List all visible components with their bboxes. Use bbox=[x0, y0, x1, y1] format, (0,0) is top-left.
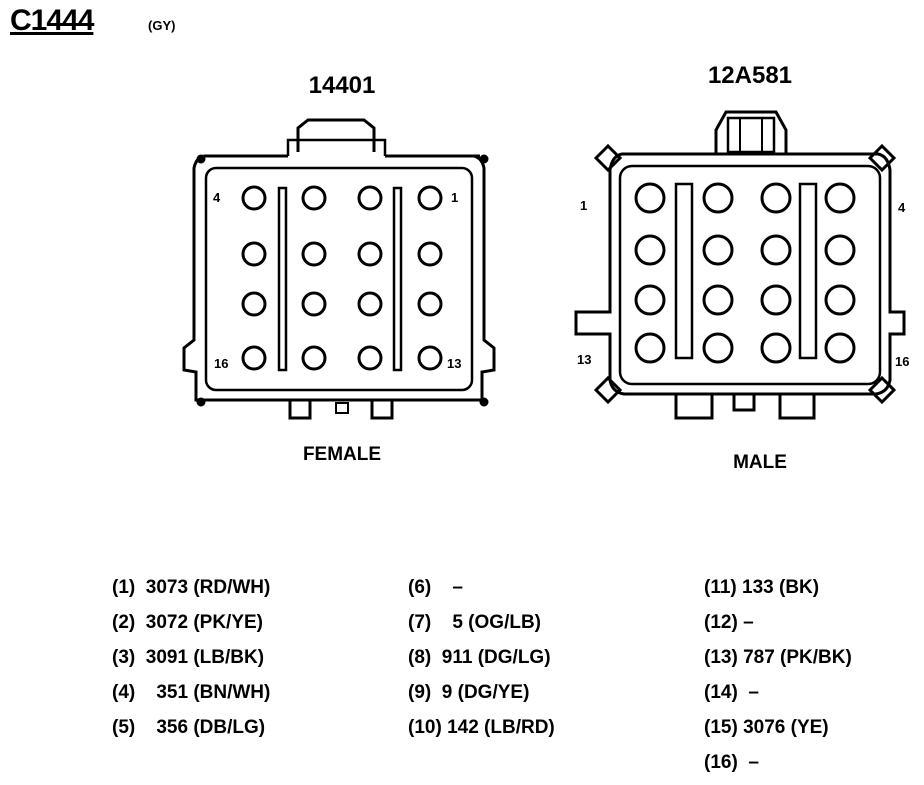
female-part-number: 14401 bbox=[309, 72, 376, 99]
pin-entry-13: (13) 787 (PK/BK) bbox=[704, 647, 852, 668]
female-pin-label-bottom-left: 16 bbox=[214, 356, 228, 371]
female-connector bbox=[182, 118, 496, 420]
pin-entry-1: (1) 3073 (RD/WH) bbox=[112, 577, 271, 598]
male-label: MALE bbox=[733, 452, 787, 473]
pin-entry-8: (8) 911 (DG/LG) bbox=[408, 647, 551, 668]
pin-list-column-1: (1) 3073 (RD/WH) (2) 3072 (PK/YE) (3) 30… bbox=[112, 570, 270, 745]
connector-id: C1444 bbox=[10, 4, 94, 37]
pin-entry-4: (4) 351 (BN/WH) bbox=[112, 682, 271, 703]
male-pin-label-top-right: 4 bbox=[898, 200, 906, 215]
pin-entry-5: (5) 356 (DB/LG) bbox=[112, 717, 266, 738]
male-pin-label-top-left: 1 bbox=[580, 198, 587, 213]
pin-entry-3: (3) 3091 (LB/BK) bbox=[112, 647, 265, 668]
male-part-number: 12A581 bbox=[708, 62, 792, 89]
pin-entry-2: (2) 3072 (PK/YE) bbox=[112, 612, 263, 633]
pin-entry-15: (15) 3076 (YE) bbox=[704, 717, 829, 738]
pin-entry-11: (11) 133 (BK) bbox=[704, 577, 820, 598]
pin-entry-7: (7) 5 (OG/LB) bbox=[408, 612, 541, 633]
pin-entry-10: (10) 142 (LB/RD) bbox=[408, 717, 555, 738]
male-pin-label-bottom-left: 13 bbox=[577, 352, 591, 367]
connector-color: (GY) bbox=[148, 18, 176, 33]
female-pin-label-top-right: 1 bbox=[451, 190, 458, 205]
pin-list-column-3: (11) 133 (BK) (12) – (13) 787 (PK/BK) (1… bbox=[704, 570, 852, 780]
female-pin-label-top-left: 4 bbox=[213, 190, 221, 205]
female-label: FEMALE bbox=[303, 444, 381, 465]
female-pin-label-bottom-right: 13 bbox=[447, 356, 461, 371]
pin-entry-14: (14) – bbox=[704, 682, 759, 703]
pin-list-column-2: (6) – (7) 5 (OG/LB) (8) 911 (DG/LG) (9) … bbox=[408, 570, 555, 745]
pin-entry-9: (9) 9 (DG/YE) bbox=[408, 682, 530, 703]
male-connector bbox=[574, 110, 906, 420]
pin-entry-12: (12) – bbox=[704, 612, 754, 633]
male-pin-label-bottom-right: 16 bbox=[895, 354, 909, 369]
connector-diagram: 14401 4 1 16 13 FEMALE 12A581 bbox=[182, 62, 909, 473]
pin-entry-16: (16) – bbox=[704, 752, 759, 773]
pin-entry-6: (6) – bbox=[408, 577, 463, 598]
